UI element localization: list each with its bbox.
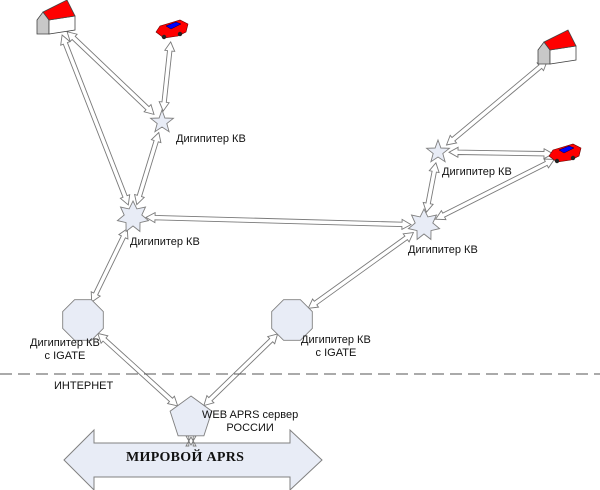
car-wheel (161, 34, 167, 40)
link-arrow (422, 161, 440, 214)
link-arrow (307, 232, 415, 309)
link-arrow (203, 333, 279, 407)
server-pentagon-icon (169, 395, 213, 437)
car-icon (548, 143, 582, 164)
house-icon (36, 0, 76, 35)
igate-label-line1: Дигипитер КВ (301, 334, 371, 346)
car-body (155, 19, 189, 39)
car-wheel (570, 155, 576, 161)
link-arrow (448, 146, 554, 160)
link-arrow (185, 435, 197, 447)
house-icon (537, 29, 577, 65)
world-aprs-arrow (63, 428, 323, 490)
internet-boundary-label: ИНТЕРНЕТ (54, 380, 114, 392)
car-window (165, 21, 182, 30)
igate-label-line1: Дигипитер КВ (30, 337, 100, 349)
digipeater-star-icon (116, 199, 150, 233)
server-label-line2: РОССИИ (226, 422, 274, 434)
igate-octagon-icon (271, 299, 313, 341)
world-aprs-label: МИРОВОЙ APRS (126, 450, 245, 465)
igate-label-line2: с IGATE (44, 350, 86, 362)
server-label-line1: WEB APRS сервер (202, 409, 299, 421)
car-icon (155, 19, 189, 40)
digipeater-star-icon (407, 207, 441, 241)
house-roof (543, 29, 577, 51)
digipeater-label: Дигипитер КВ (130, 236, 200, 248)
house-roof (42, 0, 76, 21)
link-arrow (445, 60, 548, 146)
digipeater-label: Дигипитер КВ (408, 244, 478, 256)
digipeater-label: Дигипитер КВ (442, 166, 512, 178)
link-arrow (133, 131, 162, 206)
link-arrow (90, 227, 129, 303)
igate-label: Дигипитер КВ с IGATE (301, 334, 371, 360)
link-arrow (66, 31, 155, 116)
igate-label: Дигипитер КВ с IGATE (30, 337, 100, 363)
digipeater-star-icon (425, 138, 451, 163)
car-window (558, 145, 575, 154)
digipeater-label: Дигипитер КВ (176, 133, 246, 145)
digipeater-star-icon (149, 108, 175, 133)
car-body (548, 143, 582, 163)
link-arrow (158, 40, 176, 113)
igate-label-line2: с IGATE (315, 347, 357, 359)
link-arrow (97, 332, 179, 407)
link-arrow (145, 211, 412, 231)
car-wheel (177, 31, 183, 37)
car-wheel (554, 158, 560, 164)
server-label: WEB APRS сервер РОССИИ (202, 409, 298, 435)
igate-octagon-icon (62, 299, 104, 341)
link-arrow (434, 158, 556, 221)
link-arrow (60, 34, 131, 206)
